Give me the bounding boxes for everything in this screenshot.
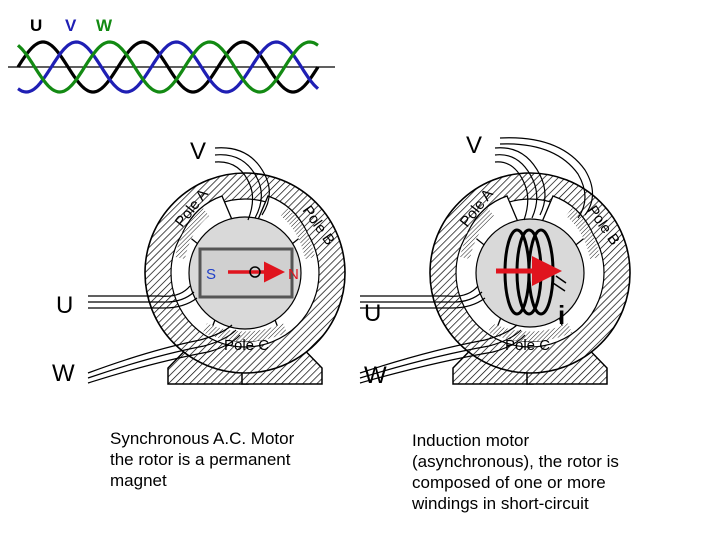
three-phase-waveform [8,40,335,94]
induction-motor [359,137,631,385]
phase-w-wave [16,40,319,94]
synchronous-motor [87,147,346,385]
waveform-label-u: U [30,16,43,35]
current-label: i [558,300,566,330]
pole-c-label: Pole C [505,337,551,354]
waveform-label-v: V [65,16,77,35]
right-terminal-w: W [364,362,387,389]
caption-line: Induction motor [412,431,530,450]
current-direction-arrow [552,275,567,292]
caption-line: composed of one or more [412,473,606,492]
right-v-lead-wires [499,137,594,219]
right-terminal-u: U [364,300,382,327]
right-terminal-v: V [466,132,483,159]
pole-b-winding [280,208,315,260]
pole-a-winding [175,208,210,260]
left-terminal-v: V [190,138,207,165]
phase-u-wave [16,40,320,94]
induction-motor-caption: Induction motor (asynchronous), the roto… [412,430,619,514]
pole-a-winding [460,208,495,260]
caption-line: the rotor is a permanent [110,450,291,469]
caption-line: (asynchronous), the rotor is [412,452,619,471]
phase-v-wave [17,40,320,94]
left-terminal-w: W [52,360,75,387]
magnet-south-label: S [206,266,217,283]
pole-b-winding [565,208,600,260]
caption-line: Synchronous A.C. Motor [110,429,295,448]
caption-line: magnet [110,471,167,490]
caption-line: windings in short-circuit [412,494,589,513]
pole-c-winding [488,323,572,342]
rotor-shaft [249,266,261,278]
synchronous-motor-caption: Synchronous A.C. Motor the rotor is a pe… [110,428,294,491]
magnet-north-label: N [288,266,299,283]
pole-c-label: Pole C [224,337,270,354]
left-lead-wires [87,147,270,384]
left-terminal-u: U [56,292,74,319]
pole-c-winding [203,323,287,342]
waveform-label-w: W [96,16,113,35]
right-lead-wires [359,147,546,384]
